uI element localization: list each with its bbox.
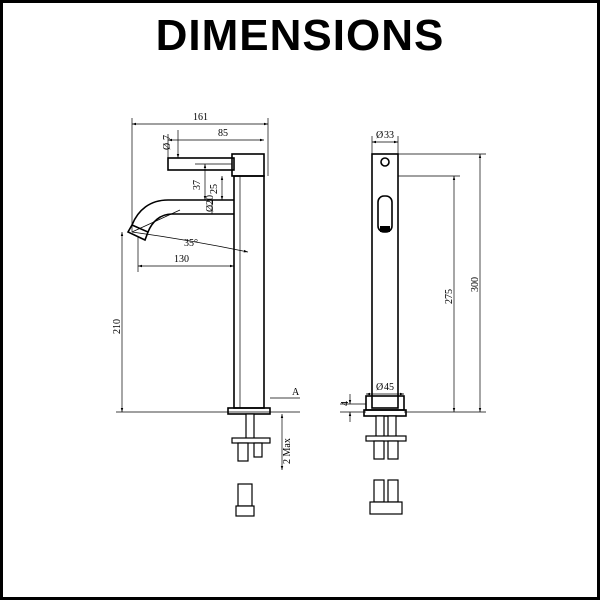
- base-plate: [227, 407, 271, 415]
- page-title: DIMENSIONS: [155, 11, 445, 60]
- dim-handle-length: 85: [218, 128, 228, 139]
- dim-handle-diameter: 7: [162, 135, 173, 140]
- dim-handle-diameter-symbol: Ø: [162, 143, 173, 150]
- dim-spout-reach: 130: [174, 254, 189, 265]
- dim-spout-angle: 35°: [184, 238, 198, 249]
- lever-pin: [380, 157, 390, 167]
- dim-overall-height: 300: [470, 277, 481, 292]
- lever-housing: [231, 153, 265, 177]
- dim-overall-width: 161: [193, 112, 208, 123]
- dim-body-height: 275: [444, 289, 455, 304]
- front-washer: [365, 435, 407, 442]
- side-view: 161 85 Ø 7 37 25 Ø 20 35° 130 210: [112, 112, 300, 517]
- dim-handle-height: 37: [192, 180, 203, 190]
- section-marker: A: [292, 387, 300, 398]
- faucet-body-side: [233, 175, 265, 409]
- washer: [231, 437, 271, 444]
- lever-handle: [167, 157, 235, 171]
- dim-base-diameter-symbol: Ø: [376, 382, 383, 393]
- dim-base-thickness: 4: [340, 401, 351, 406]
- dim-spout-height: 210: [112, 319, 123, 334]
- faucet-body-front: [371, 153, 399, 409]
- dim-top-diameter: 33: [384, 130, 394, 141]
- hose-end-left: [373, 479, 385, 503]
- supply-hose-end: [237, 483, 253, 507]
- front-view: Ø 33 Ø 45 275 300 4: [340, 130, 486, 515]
- dim-top-diameter-symbol: Ø: [376, 130, 383, 141]
- dim-small-step: 25: [209, 184, 220, 194]
- dim-base-diameter: 45: [384, 382, 394, 393]
- spout: [131, 199, 234, 226]
- dim-spout-diameter: 20: [205, 195, 216, 205]
- dim-clamp-max: 2 Max: [282, 438, 293, 464]
- dim-spout-diameter-symbol: Ø: [205, 205, 216, 212]
- hose-end-right: [387, 479, 399, 503]
- spout-tip: [126, 223, 150, 242]
